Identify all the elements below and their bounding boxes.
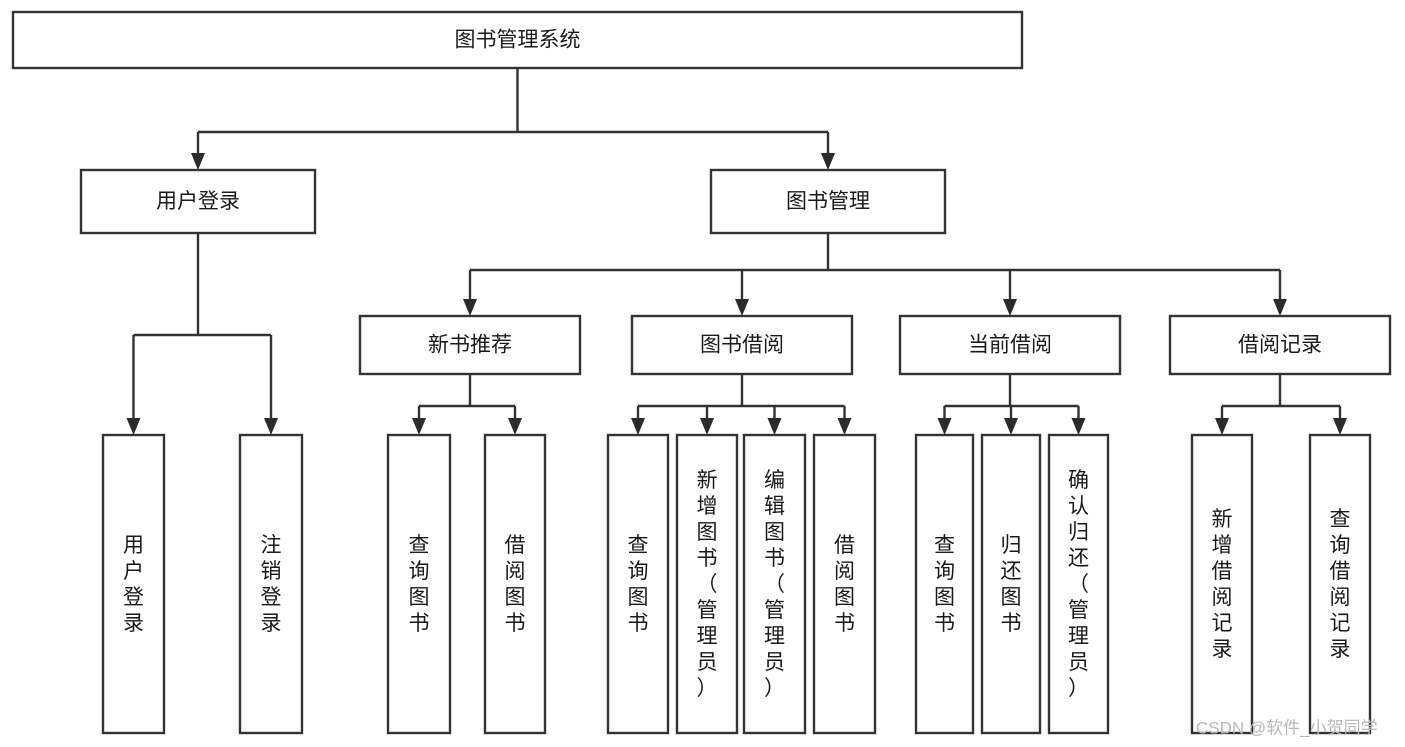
book-borrow-to-leaves-arrow-3: [837, 418, 852, 435]
node-leaf-logout[interactable]: 注销登录: [238, 433, 304, 735]
node-leaf-borrow-book-box[interactable]: [812, 433, 877, 735]
node-current-borrow-label: 当前借阅: [968, 334, 1052, 357]
node-root-root-label: 图书管理系统: [455, 29, 581, 52]
csdn-watermark: CSDN @软件_小贺同学: [1196, 718, 1378, 737]
root-to-level2-arrow-0: [191, 153, 205, 170]
node-new-book-rec-label: 新书推荐: [428, 334, 512, 357]
node-root-root-box[interactable]: [11, 10, 1024, 70]
node-leaf-add-record-box[interactable]: [1190, 433, 1254, 735]
node-leaf-query-book-borrow-box[interactable]: [606, 433, 670, 735]
new-book-rec-to-leaves-arrow-1: [508, 418, 522, 435]
node-leaf-add-record[interactable]: 新增借阅记录: [1190, 433, 1254, 735]
node-leaf-query-record-label: 查询借阅记录: [1330, 508, 1351, 661]
node-leaf-logout-label: 注销登录: [261, 534, 282, 635]
node-leaf-query-book-cur-box[interactable]: [914, 433, 975, 735]
book-manage-to-level3-arrow-1: [735, 299, 749, 316]
node-borrow-record-box[interactable]: [1168, 314, 1392, 376]
node-root-root[interactable]: 图书管理系统: [11, 10, 1024, 70]
current-borrow-to-leaves-arrow-1: [1004, 418, 1018, 435]
node-leaf-add-book-label: 新增图书（管理员）: [697, 469, 718, 700]
node-current-borrow-box[interactable]: [898, 314, 1122, 376]
root-to-level2-arrow-1: [821, 153, 835, 170]
borrow-record-to-leaves-arrow-1: [1333, 418, 1347, 435]
book-borrow-to-leaves-arrow-0: [631, 418, 645, 435]
node-user-login[interactable]: 用户登录: [79, 168, 317, 235]
node-layer: 图书管理系统用户登录图书管理新书推荐图书借阅当前借阅借阅记录用户登录注销登录查询…: [11, 10, 1392, 735]
book-manage-to-level3-arrow-2: [1003, 299, 1017, 316]
node-leaf-borrow-book-rec[interactable]: 借阅图书: [483, 433, 547, 735]
borrow-record-to-leaves-arrow-0: [1215, 418, 1229, 435]
node-leaf-confirm-return-label: 确认归还（管理员）: [1068, 469, 1089, 700]
node-leaf-query-book-cur-label: 查询图书: [934, 534, 955, 635]
node-leaf-logout-box[interactable]: [238, 433, 304, 735]
node-leaf-borrow-book-rec-label: 借阅图书: [505, 534, 526, 635]
node-borrow-record[interactable]: 借阅记录: [1168, 314, 1392, 376]
node-leaf-edit-book[interactable]: 编辑图书（管理员）: [742, 433, 807, 735]
node-new-book-rec-box[interactable]: [358, 314, 582, 376]
node-borrow-record-label: 借阅记录: [1238, 334, 1322, 357]
user-login-to-leaves-arrow-1: [264, 418, 278, 435]
node-new-book-rec[interactable]: 新书推荐: [358, 314, 582, 376]
node-leaf-add-book[interactable]: 新增图书（管理员）: [675, 433, 739, 735]
node-book-manage-box[interactable]: [709, 168, 947, 235]
node-leaf-return-book-box[interactable]: [980, 433, 1042, 735]
book-manage-to-level3-arrow-3: [1273, 299, 1287, 316]
book-borrow-to-leaves-arrow-1: [700, 418, 714, 435]
node-leaf-add-record-label: 新增借阅记录: [1212, 508, 1233, 661]
new-book-rec-to-leaves-arrow-0: [412, 418, 426, 435]
node-leaf-return-book[interactable]: 归还图书: [980, 433, 1042, 735]
node-leaf-query-book-borrow-label: 查询图书: [628, 534, 649, 635]
node-leaf-edit-book-box[interactable]: [742, 433, 807, 735]
node-leaf-add-book-box[interactable]: [675, 433, 739, 735]
node-leaf-query-book-cur[interactable]: 查询图书: [914, 433, 975, 735]
current-borrow-to-leaves-arrow-0: [937, 418, 952, 435]
node-book-manage-label: 图书管理: [786, 190, 870, 213]
node-leaf-borrow-book[interactable]: 借阅图书: [812, 433, 877, 735]
connector-layer: [126, 68, 1347, 435]
current-borrow-to-leaves-arrow-2: [1071, 418, 1086, 435]
node-leaf-user-login-label: 用户登录: [123, 534, 144, 635]
node-book-borrow-label: 图书借阅: [700, 334, 784, 357]
node-book-borrow-box[interactable]: [630, 314, 854, 376]
node-user-login-box[interactable]: [79, 168, 317, 235]
user-login-to-leaves-arrow-0: [126, 418, 141, 435]
node-book-manage[interactable]: 图书管理: [709, 168, 947, 235]
book-manage-to-level3-arrow-0: [463, 299, 477, 316]
node-leaf-user-login[interactable]: 用户登录: [101, 433, 166, 735]
node-book-borrow[interactable]: 图书借阅: [630, 314, 854, 376]
node-leaf-user-login-box[interactable]: [101, 433, 166, 735]
node-user-login-label: 用户登录: [156, 190, 240, 213]
node-leaf-borrow-book-label: 借阅图书: [834, 534, 855, 635]
node-leaf-confirm-return[interactable]: 确认归还（管理员）: [1047, 433, 1110, 735]
node-leaf-query-book-borrow[interactable]: 查询图书: [606, 433, 670, 735]
node-leaf-query-book-rec-box[interactable]: [386, 433, 452, 735]
node-leaf-query-record[interactable]: 查询借阅记录: [1308, 433, 1372, 735]
node-leaf-return-book-label: 归还图书: [1001, 534, 1022, 635]
node-leaf-confirm-return-box[interactable]: [1047, 433, 1110, 735]
node-leaf-query-record-box[interactable]: [1308, 433, 1372, 735]
book-borrow-to-leaves-arrow-2: [767, 418, 782, 435]
node-leaf-query-book-rec[interactable]: 查询图书: [386, 433, 452, 735]
node-current-borrow[interactable]: 当前借阅: [898, 314, 1122, 376]
node-leaf-query-book-rec-label: 查询图书: [409, 534, 430, 635]
node-leaf-edit-book-label: 编辑图书（管理员）: [764, 469, 785, 700]
node-leaf-borrow-book-rec-box[interactable]: [483, 433, 547, 735]
